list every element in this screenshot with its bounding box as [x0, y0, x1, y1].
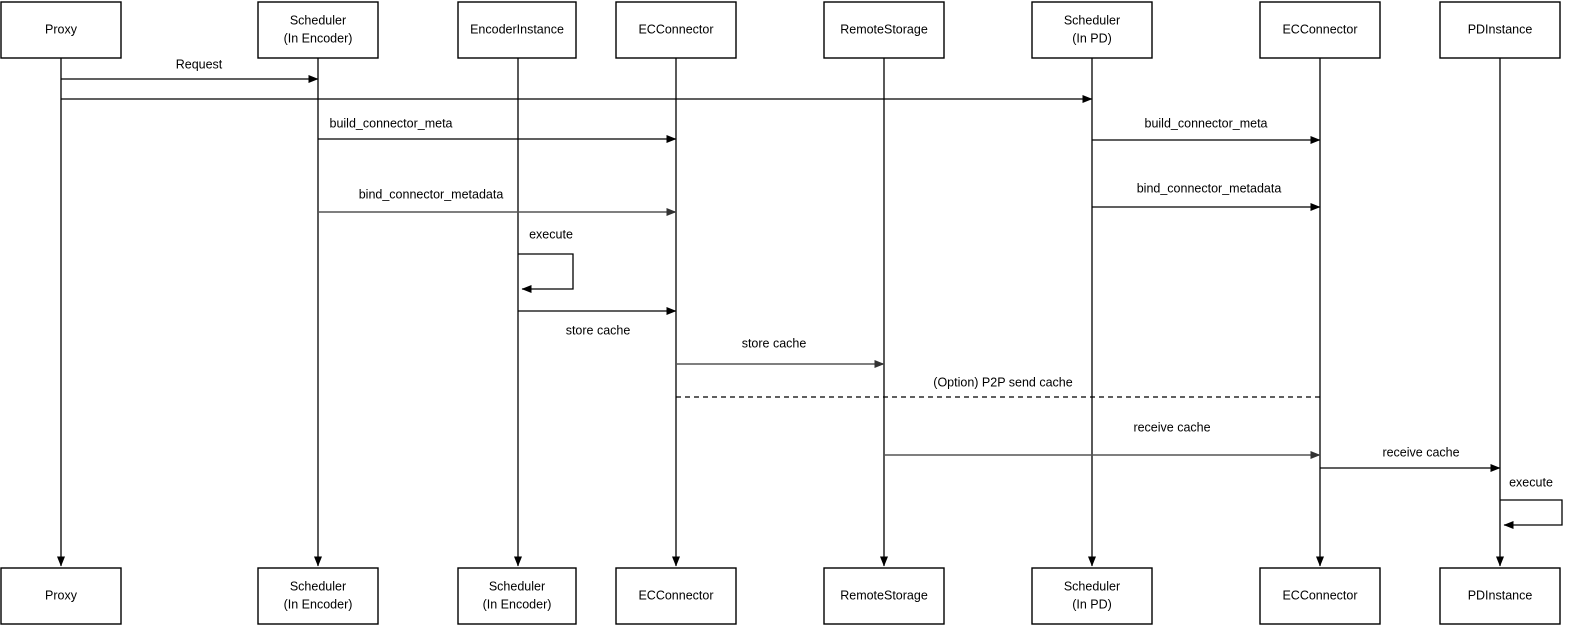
participant-box-top-encoder-instance[interactable] — [457, 1, 577, 59]
participant-top-scheduler-in-pd-label-line2: (In PD) — [1072, 31, 1112, 45]
participant-box-bottom-ecconnector-encoder[interactable] — [615, 567, 737, 625]
participant-bottom-scheduler-in-encoder-label-line2: (In Encoder) — [284, 597, 353, 611]
participant-box-top-remote-storage[interactable] — [823, 1, 945, 59]
participant-box-bottom-ecconnector-pd[interactable] — [1259, 567, 1381, 625]
participant-top-scheduler-in-pd-label-line1: Scheduler — [1064, 13, 1120, 27]
participant-bottom-proxy-label: Proxy — [45, 588, 78, 602]
message-label-m11: receive cache — [1382, 445, 1459, 459]
participant-box-bottom-proxy[interactable] — [0, 567, 122, 625]
self-message-label-s2: execute — [1509, 475, 1553, 489]
participant-box-bottom-scheduler-in-pd[interactable] — [1031, 567, 1153, 625]
participant-bottom-ecconnector-encoder-label: ECConnector — [638, 588, 713, 602]
message-label-m8: store cache — [742, 336, 807, 350]
message-label-m7: store cache — [566, 323, 631, 337]
self-message-loop-s1[interactable] — [518, 253, 574, 293]
participant-bottom-encoder-instance-label-line1: Scheduler — [489, 579, 545, 593]
participant-bottom-encoder-instance-label-line2: (In Encoder) — [483, 597, 552, 611]
participant-bottom-scheduler-in-encoder-label-line1: Scheduler — [290, 579, 346, 593]
participant-box-top-ecconnector-encoder[interactable] — [615, 1, 737, 59]
message-label-m9: (Option) P2P send cache — [933, 375, 1072, 389]
participant-box-bottom-pd-instance[interactable] — [1439, 567, 1561, 625]
messages-group: Request build_connector_meta build_connect… — [61, 57, 1501, 472]
participant-top-proxy-label: Proxy — [45, 22, 78, 36]
participant-bottom-scheduler-in-pd-label-line2: (In PD) — [1072, 597, 1112, 611]
participant-box-bottom-scheduler-in-encoder[interactable] — [257, 567, 379, 625]
participant-bottom-pd-instance-label: PDInstance — [1468, 588, 1533, 602]
participant-box-top-proxy[interactable] — [0, 1, 122, 59]
participant-top-remote-storage-label: RemoteStorage — [840, 22, 928, 36]
participant-box-top-scheduler-in-encoder[interactable] — [257, 1, 379, 59]
message-label-m5: bind_connector_metadata — [359, 187, 504, 201]
participant-box-top-scheduler-in-pd[interactable] — [1031, 1, 1153, 59]
participant-top-ecconnector-encoder-label: ECConnector — [638, 22, 713, 36]
lifelines-group — [57, 58, 1504, 567]
participant-box-bottom-encoder-instance[interactable] — [457, 567, 577, 625]
self-message-loop-s2[interactable] — [1500, 499, 1563, 529]
message-label-m1: Request — [176, 57, 223, 71]
top-participant-boxes: Proxy Scheduler (In Encoder) EncoderInstanc… — [0, 1, 1561, 59]
self-message-label-s1: execute — [529, 227, 573, 241]
participant-box-bottom-remote-storage[interactable] — [823, 567, 945, 625]
participant-top-scheduler-in-encoder-label-line2: (In Encoder) — [284, 31, 353, 45]
participant-top-pd-instance-label: PDInstance — [1468, 22, 1533, 36]
self-messages-group: execute execute — [518, 227, 1563, 529]
message-label-m10: receive cache — [1133, 420, 1210, 434]
message-label-m4: build_connector_meta — [1145, 116, 1268, 130]
participant-top-scheduler-in-encoder-label-line1: Scheduler — [290, 13, 346, 27]
bottom-participant-boxes: Proxy Scheduler (In Encoder) Scheduler (In E… — [0, 567, 1561, 625]
participant-box-top-ecconnector-pd[interactable] — [1259, 1, 1381, 59]
message-label-m3: build_connector_meta — [330, 116, 453, 130]
participant-bottom-remote-storage-label: RemoteStorage — [840, 588, 928, 602]
participant-bottom-scheduler-in-pd-label-line1: Scheduler — [1064, 579, 1120, 593]
message-label-m6: bind_connector_metadata — [1137, 181, 1282, 195]
participant-top-encoder-instance-label: EncoderInstance — [470, 22, 564, 36]
participant-box-top-pd-instance[interactable] — [1439, 1, 1561, 59]
participant-bottom-ecconnector-pd-label: ECConnector — [1282, 588, 1357, 602]
participant-top-ecconnector-pd-label: ECConnector — [1282, 22, 1357, 36]
